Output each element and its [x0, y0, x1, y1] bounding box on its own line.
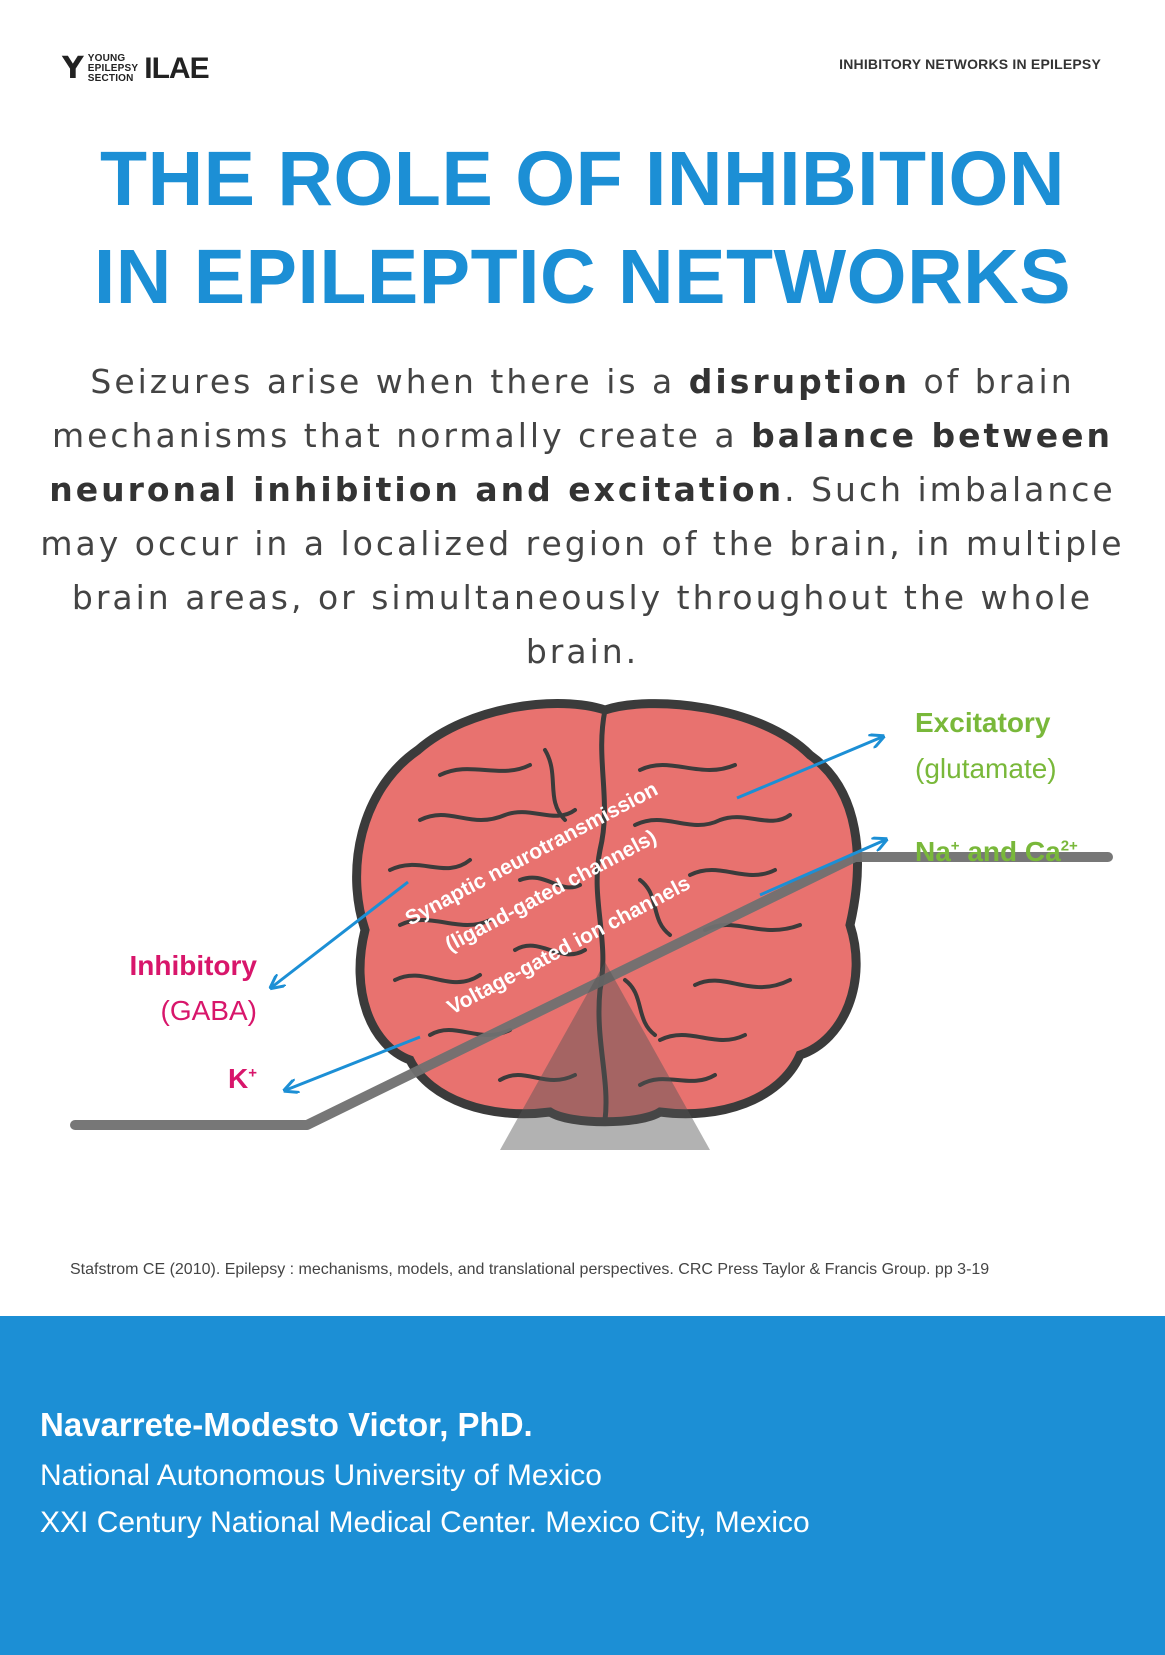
- young-epilepsy-logo-icon: Y: [62, 51, 84, 86]
- potassium-label: K+: [228, 1063, 257, 1094]
- page-title: THE ROLE OF INHIBITION IN EPILEPTIC NETW…: [0, 130, 1165, 326]
- logo: Y YOUNG EPILEPSY SECTION ILAE: [62, 51, 210, 86]
- arrow-inhibitory: [272, 880, 409, 987]
- glutamate-label: (glutamate): [915, 753, 1057, 784]
- brain-icon: [352, 699, 862, 1127]
- author-name: Navarrete-Modesto Victor, PhD.: [40, 1406, 533, 1443]
- ilae-logo: ILAE: [144, 52, 209, 85]
- affiliation-1: National Autonomous University of Mexico: [40, 1459, 602, 1492]
- fulcrum-overlay: [500, 962, 710, 1150]
- arrow-potassium: [286, 1035, 421, 1090]
- series-title: INHIBITORY NETWORKS IN EPILEPSY: [839, 56, 1101, 72]
- excitatory-label: Excitatory: [915, 707, 1051, 738]
- intro-paragraph: Seizures arise when there is a disruptio…: [40, 362, 1125, 671]
- title-line-1: THE ROLE OF INHIBITION: [100, 136, 1065, 222]
- seesaw-plank: [70, 852, 1113, 1130]
- gaba-label: (GABA): [160, 995, 257, 1026]
- title-line-2: IN EPILEPTIC NETWORKS: [93, 234, 1072, 320]
- na-ca-label: Na+ and Ca2+: [915, 836, 1078, 867]
- footer: Navarrete-Modesto Victor, PhD. National …: [0, 1316, 1165, 1655]
- balance-diagram: Synaptic neurotransmission (ligand-gated…: [70, 699, 1113, 1150]
- arrow-na-ca: [759, 840, 885, 897]
- arrow-excitatory: [736, 737, 882, 800]
- inhibitory-label: Inhibitory: [129, 950, 257, 981]
- citation: Stafstrom CE (2010). Epilepsy : mechanis…: [70, 1261, 990, 1278]
- affiliation-2: XXI Century National Medical Center. Mex…: [40, 1506, 810, 1539]
- logo-text: YOUNG EPILEPSY SECTION: [87, 53, 139, 84]
